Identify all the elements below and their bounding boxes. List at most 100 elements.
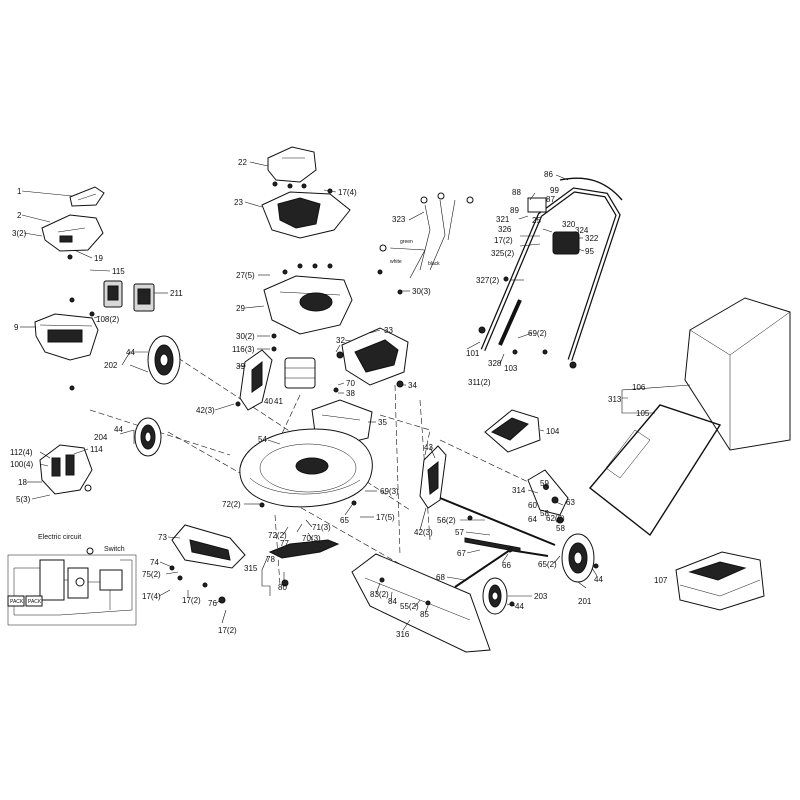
label-42-3b: 42(3): [414, 528, 433, 537]
label-33: 33: [384, 326, 393, 335]
label-58b: 58: [556, 524, 565, 533]
label-78: 78: [266, 555, 275, 564]
label-95: 95: [585, 247, 594, 256]
label-84: 84: [388, 597, 397, 606]
label-107: 107: [654, 576, 668, 585]
part-314-height-lever: [527, 469, 569, 524]
label-103: 103: [504, 364, 518, 373]
label-115: 115: [112, 267, 125, 276]
label-30-2: 30(2): [236, 332, 255, 341]
label-25: 25: [532, 216, 541, 225]
part-106-grass-bag: [684, 297, 791, 451]
part-2-lid: [41, 214, 104, 252]
label-203: 203: [534, 592, 548, 601]
part-43-height-adjuster: [419, 445, 447, 509]
label-328: 328: [488, 359, 502, 368]
label-17-2a: 17(2): [182, 596, 201, 605]
label-30-3: 30(3): [412, 287, 431, 296]
part-202-front-wheel: [147, 335, 181, 385]
label-68: 68: [436, 573, 445, 582]
label-44b: 44: [114, 425, 123, 434]
label-27-5: 27(5): [236, 271, 255, 280]
label-76: 76: [208, 599, 217, 608]
label-315: 315: [244, 564, 258, 573]
label-66: 66: [502, 561, 511, 570]
label-106: 106: [632, 383, 646, 392]
label-3-2: 3(2): [12, 229, 27, 238]
label-324: 324: [575, 226, 589, 235]
label-56-2: 56(2): [437, 516, 456, 525]
label-100-4: 100(4): [10, 460, 33, 469]
label-19: 19: [94, 254, 103, 263]
label-17-4a: 17(4): [338, 188, 357, 197]
label-43: 43: [424, 443, 433, 452]
label-54: 54: [258, 435, 267, 444]
label-112-4: 112(4): [10, 448, 33, 457]
label-65-2: 65(2): [538, 560, 557, 569]
label-211: 211: [170, 289, 183, 298]
label-85: 85: [420, 610, 429, 619]
label-17-4b: 17(4): [142, 592, 161, 601]
part-80-blade-bolt: [281, 579, 289, 587]
wire-label-green: green: [400, 239, 413, 245]
circuit-switch-label: Switch: [104, 546, 125, 553]
label-108-2: 108(2): [96, 315, 119, 324]
part-40-motor: [284, 357, 316, 389]
part-86-cable: [559, 177, 623, 201]
label-63: 63: [566, 498, 575, 507]
label-204: 204: [94, 433, 108, 442]
label-65a: 65: [340, 516, 349, 525]
label-316: 316: [396, 630, 410, 639]
label-29: 29: [236, 304, 245, 313]
part-105-bag-frame: [588, 404, 722, 537]
label-2: 2: [17, 211, 22, 220]
label-17-5: 17(5): [376, 513, 395, 522]
label-322: 322: [585, 234, 599, 243]
part-107-charger: [675, 551, 765, 611]
label-67: 67: [457, 549, 466, 558]
label-70: 70: [346, 379, 355, 388]
label-64: 64: [528, 515, 537, 524]
wire-label-white: white: [390, 259, 402, 265]
label-325-2: 325(2): [491, 249, 514, 258]
part-204-front-wheel: [134, 417, 162, 457]
part-316-guard-plate: [351, 553, 491, 653]
label-99: 99: [550, 186, 559, 195]
circuit-title: Electric circuit: [38, 534, 81, 541]
label-320: 320: [562, 220, 576, 229]
label-69-2: 69(2): [528, 329, 547, 338]
part-39-side-bracket: [239, 349, 273, 411]
label-62-2: 62(2): [546, 514, 565, 523]
label-86: 86: [544, 170, 553, 179]
label-22: 22: [238, 158, 247, 167]
part-203-rear-wheel: [482, 577, 508, 615]
label-202: 202: [104, 361, 118, 370]
label-57: 57: [455, 528, 464, 537]
circuit-pack-right: PACK: [28, 599, 42, 605]
part-handle-frame: [480, 187, 621, 361]
label-313: 313: [608, 395, 622, 404]
label-40: 40: [264, 397, 273, 406]
label-83-2: 83(2): [370, 590, 389, 599]
part-115-battery: [103, 280, 123, 308]
label-201: 201: [578, 597, 592, 606]
label-321: 321: [496, 215, 510, 224]
label-71-3: 71(3): [312, 523, 331, 532]
part-211-battery: [133, 283, 155, 312]
label-73: 73: [158, 533, 167, 542]
label-326: 326: [498, 225, 512, 234]
label-116-3: 116(3): [232, 345, 255, 354]
part-29-motor-housing: [263, 275, 353, 335]
electric-circuit-schematic: Electric circuit Switch PACK PACK: [7, 534, 137, 626]
label-9: 9: [14, 323, 19, 332]
part-9-battery-housing: [34, 313, 99, 361]
label-311-2: 311(2): [468, 378, 491, 387]
label-327-2: 327(2): [476, 276, 499, 285]
part-23-upper-housing: [261, 191, 351, 239]
part-78-blade: [268, 539, 340, 559]
label-41: 41: [274, 397, 283, 406]
label-323: 323: [392, 215, 406, 224]
label-72-2a: 72(2): [222, 500, 241, 509]
label-114: 114: [90, 445, 103, 454]
label-17-2b: 17(2): [218, 626, 237, 635]
